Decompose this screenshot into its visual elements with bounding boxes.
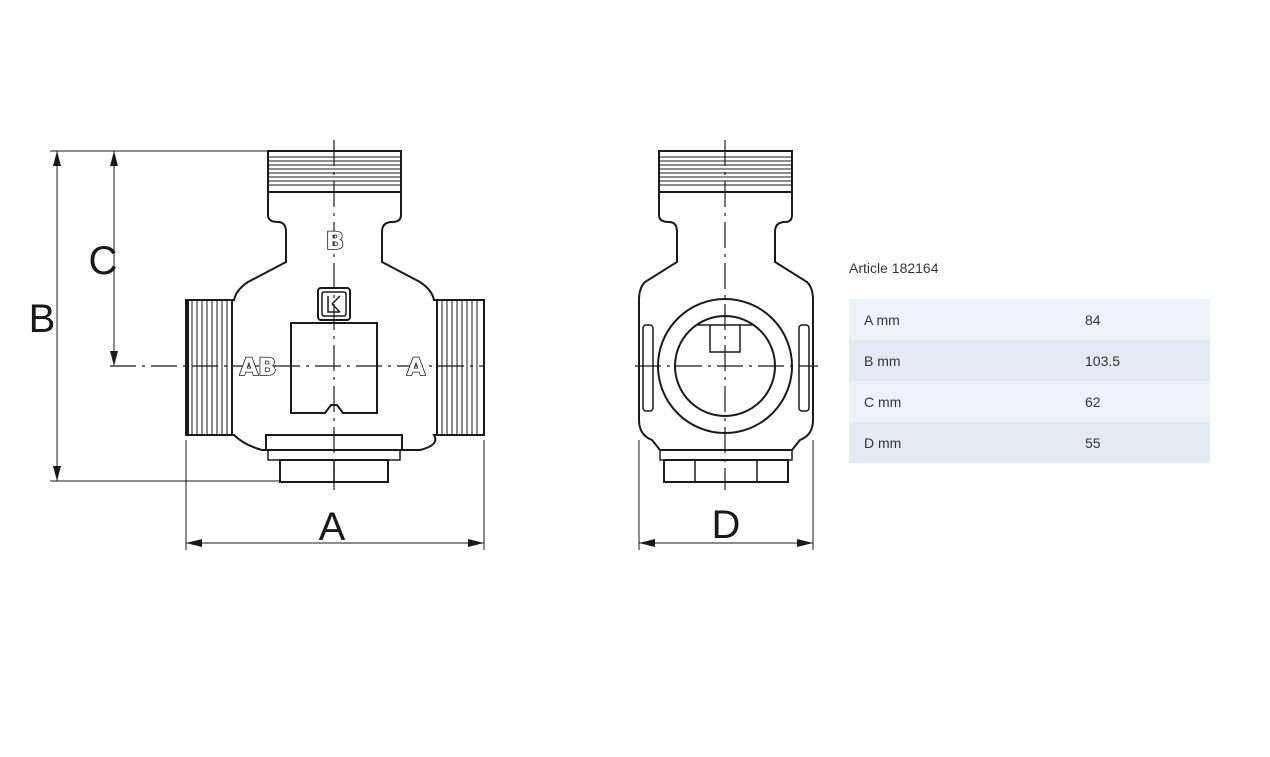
article-title: Article 182164 (849, 260, 939, 276)
port-label-ab: AB (240, 353, 277, 381)
valve-side-view (635, 140, 818, 490)
table-row: B mm 103.5 (849, 340, 1210, 381)
table-row: A mm 84 (849, 299, 1210, 340)
dimension-label-d: D (712, 503, 741, 547)
side-body-outline (638, 191, 814, 451)
dimension-label-c: C (89, 239, 118, 283)
dimension-label-a: A (319, 505, 346, 549)
row-label: A mm (864, 311, 900, 328)
row-label: C mm (864, 393, 902, 410)
row-value: 62 (1085, 393, 1101, 410)
side-bottom-connector (659, 449, 793, 483)
table-row: C mm 62 (849, 381, 1210, 422)
row-value: 55 (1085, 434, 1101, 451)
valve-front-view: B AB A (110, 140, 485, 490)
dimension-label-b: B (29, 297, 56, 341)
dimension-lines-side (638, 440, 814, 550)
dimension-table: A mm 84 B mm 103.5 C mm 62 D mm 55 (849, 299, 1210, 463)
valve-body-outline (187, 191, 485, 451)
port-label-a: A (407, 353, 426, 381)
row-value: 103.5 (1085, 352, 1121, 369)
dimension-lines-front (50, 150, 485, 550)
right-thread (436, 299, 485, 436)
row-label: D mm (864, 434, 902, 451)
left-thread (185, 299, 233, 436)
row-label: B mm (864, 352, 901, 369)
row-value: 84 (1085, 311, 1101, 328)
specs-panel: Article 182164 A mm 84 B mm 103.5 C mm 6… (849, 258, 1210, 463)
valve-window (290, 322, 378, 414)
port-label-b: B (326, 227, 344, 255)
table-row: D mm 55 (849, 422, 1210, 463)
